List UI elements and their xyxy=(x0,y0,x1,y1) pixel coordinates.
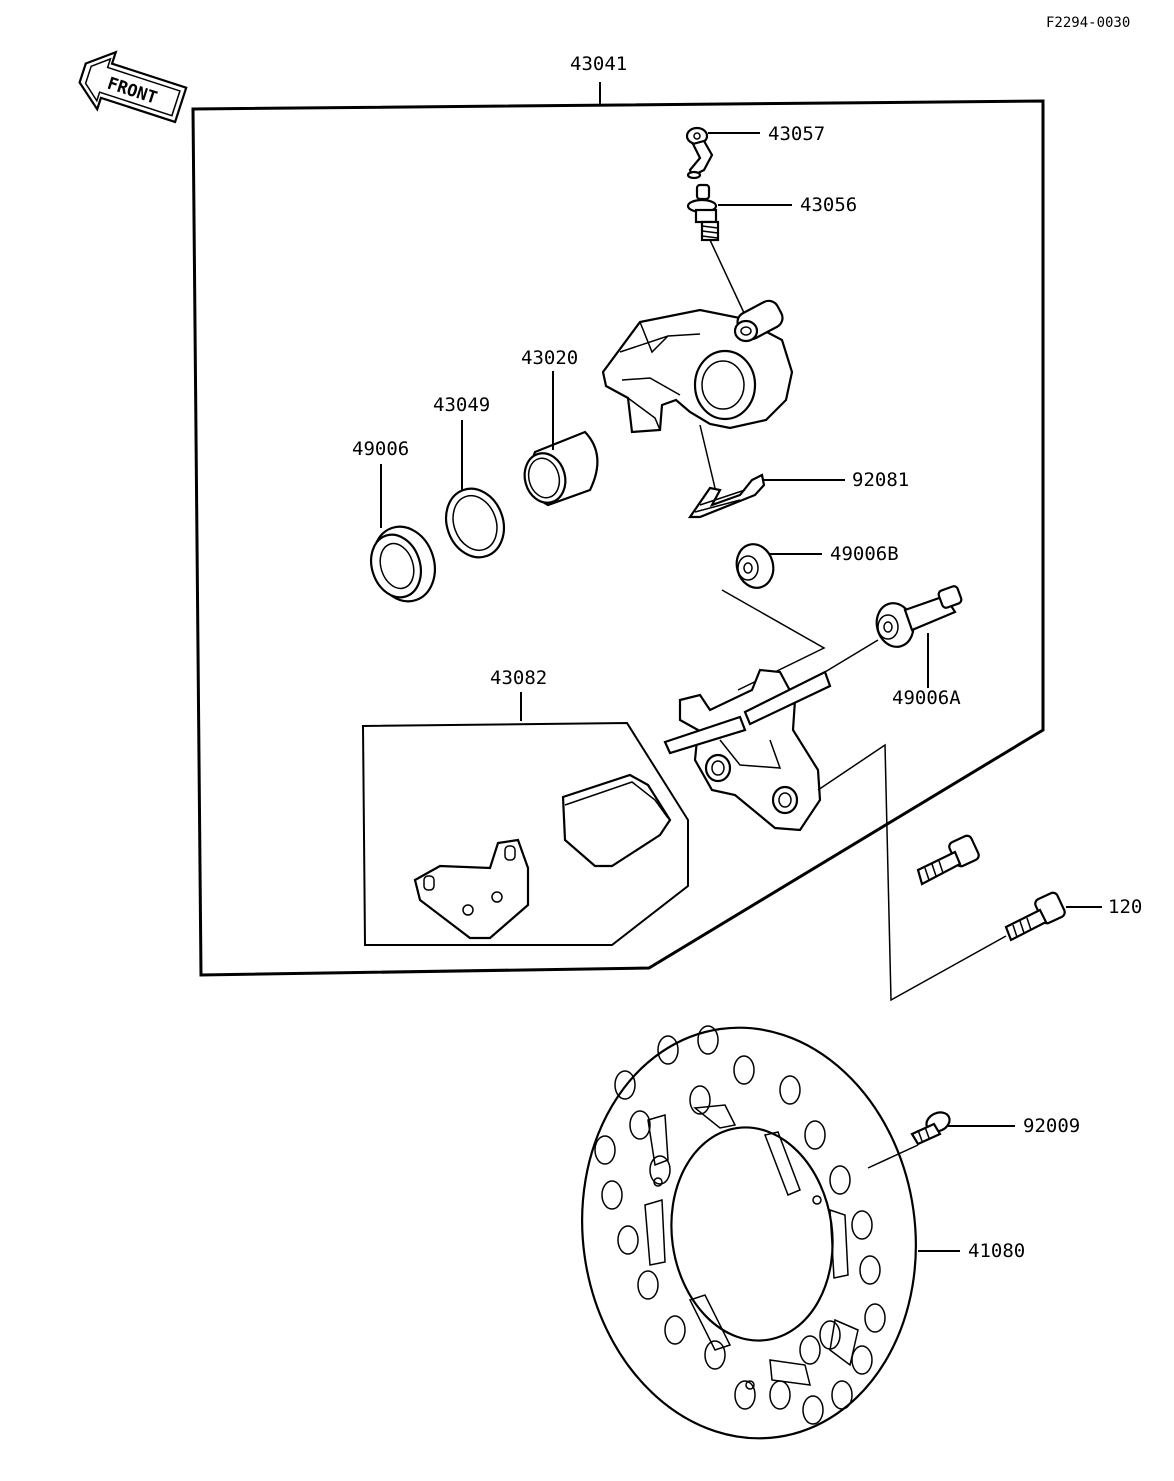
part-label-bleeder: 43056 xyxy=(800,194,857,216)
pin-boot-b xyxy=(735,543,775,589)
piston-seal xyxy=(444,487,506,559)
bolt-axis xyxy=(817,743,1007,1002)
screw-axis xyxy=(867,1144,919,1169)
brake-pad-backing xyxy=(413,838,530,940)
boot-a-axis xyxy=(819,639,879,676)
part-label-assembly: 43041 xyxy=(570,53,627,75)
pad-set-frame xyxy=(361,721,689,946)
figure-code: F2294-0030 xyxy=(1046,15,1130,31)
pad-spring xyxy=(687,473,766,519)
part-label-boot-b: 49006B xyxy=(830,543,899,565)
mounting-bolt-upper xyxy=(916,834,980,886)
part-label-dust-seal: 49006 xyxy=(352,438,409,460)
brake-pad-lining xyxy=(561,773,672,868)
part-label-spring: 92081 xyxy=(852,469,909,491)
part-label-screw: 92009 xyxy=(1023,1115,1080,1137)
part-label-boot-a: 49006A xyxy=(892,687,961,709)
spring-axis xyxy=(699,424,716,489)
dust-seal xyxy=(370,525,436,603)
caliper-bracket xyxy=(663,668,832,832)
brake-disc xyxy=(581,1025,917,1440)
part-label-bolt: 120 xyxy=(1108,896,1142,918)
part-label-disc: 41080 xyxy=(968,1240,1025,1262)
bleeder-cap xyxy=(685,126,714,180)
caliper-body xyxy=(601,299,794,434)
part-label-piston: 43020 xyxy=(521,347,578,369)
mounting-bolt-lower xyxy=(1004,891,1066,942)
pin-boot-a xyxy=(875,585,963,648)
piston xyxy=(523,430,599,507)
part-label-pads: 43082 xyxy=(490,667,547,689)
part-label-cap: 43057 xyxy=(768,123,825,145)
front-arrow-icon: FRONT xyxy=(78,50,188,124)
assembly-frame xyxy=(191,99,1045,977)
part-label-seal: 43049 xyxy=(433,394,490,416)
disc-screw xyxy=(910,1111,951,1146)
bleeder-axis xyxy=(709,239,746,316)
disc-slots xyxy=(644,1104,859,1386)
bleeder-valve xyxy=(686,183,720,242)
disc-vent-holes xyxy=(594,1025,886,1425)
